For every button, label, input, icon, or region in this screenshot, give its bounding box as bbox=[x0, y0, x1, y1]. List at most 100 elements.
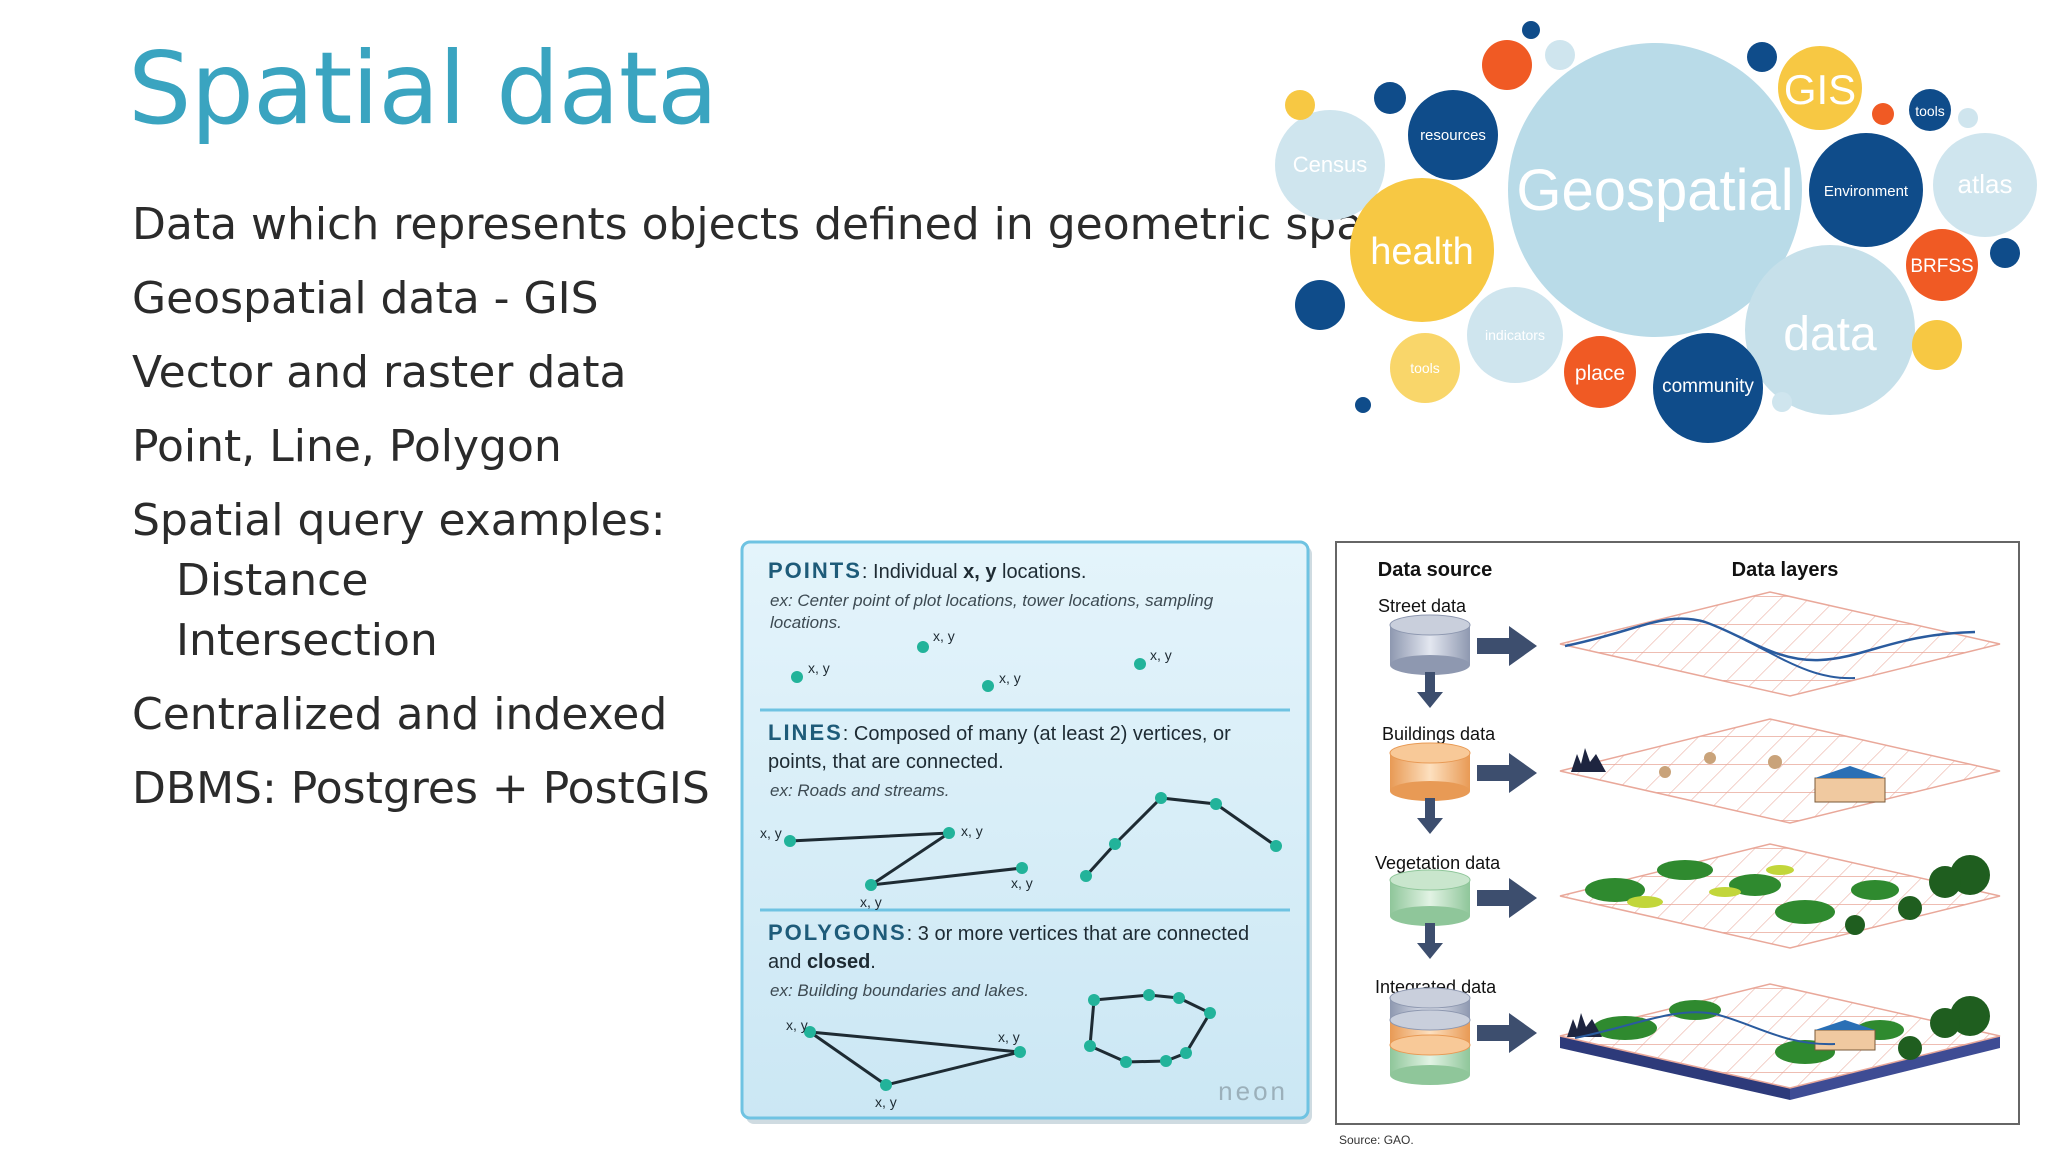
word-brfss: BRFSS bbox=[1910, 256, 1973, 277]
col-header-source: Data source bbox=[1378, 559, 1493, 581]
bullet-item: DBMS: Postgres + PostGIS bbox=[132, 763, 710, 814]
vertex bbox=[880, 1079, 892, 1091]
word-place: place bbox=[1575, 362, 1625, 385]
point-marker bbox=[1134, 658, 1146, 670]
bubble-brfss bbox=[1906, 229, 1978, 301]
polygons-title: POLYGONS: 3 or more vertices that are co… bbox=[768, 920, 1249, 945]
bubble-tools-small bbox=[1909, 89, 1951, 131]
bullet-item: Point, Line, Polygon bbox=[132, 421, 562, 472]
col-header-layers: Data layers bbox=[1732, 559, 1839, 581]
vertex bbox=[1160, 1055, 1172, 1067]
coord-label: x, y bbox=[860, 894, 882, 910]
bullet-item: Centralized and indexed bbox=[132, 689, 668, 740]
word-tools: tools bbox=[1915, 103, 1945, 119]
word-environment: Environment bbox=[1824, 183, 1909, 200]
point-markers bbox=[791, 641, 1146, 692]
coord-label: x, y bbox=[760, 825, 782, 841]
down-arrow-icon bbox=[1417, 798, 1443, 834]
vector-data-panel: POINTS: Individual x, y locations. ex: C… bbox=[740, 540, 1312, 1124]
bubble-health bbox=[1350, 178, 1494, 322]
bubble-community bbox=[1653, 333, 1763, 443]
bubble-small bbox=[1482, 40, 1532, 90]
vertex bbox=[1014, 1046, 1026, 1058]
bullet-item: Data which represents objects defined in… bbox=[132, 199, 1415, 250]
word-community: community bbox=[1662, 376, 1754, 397]
word-data: data bbox=[1783, 308, 1877, 361]
coord-label: x, y bbox=[875, 1094, 897, 1110]
vertex bbox=[1084, 1040, 1096, 1052]
bubble-small bbox=[1772, 392, 1792, 412]
bubble-tools bbox=[1390, 333, 1460, 403]
bubble-small bbox=[1522, 21, 1540, 39]
polygons-example: ex: Building boundaries and lakes. bbox=[770, 981, 1029, 1000]
word-health: health bbox=[1370, 231, 1474, 273]
down-arrows bbox=[1417, 672, 1443, 959]
integrated-layer bbox=[1559, 983, 2001, 1100]
coord-label: x, y bbox=[999, 670, 1021, 686]
vegetation-layer bbox=[1559, 843, 2001, 949]
bullet-item: Spatial query examples: bbox=[132, 495, 666, 546]
coord-label: x, y bbox=[808, 660, 830, 676]
vertex bbox=[1173, 992, 1185, 1004]
integrated-db-icon bbox=[1389, 987, 1471, 1085]
bullet-list: Data which represents objects defined in… bbox=[132, 195, 1414, 833]
row-label-vegetation: Vegetation data bbox=[1375, 853, 1501, 873]
bubble-small bbox=[1355, 397, 1371, 413]
vertex bbox=[943, 827, 955, 839]
vertex bbox=[1210, 798, 1222, 810]
coord-label: x, y bbox=[1011, 875, 1033, 891]
coord-label: x, y bbox=[998, 1029, 1020, 1045]
data-layers-panel: Data source Data layers Street data Buil… bbox=[1335, 541, 2020, 1147]
bubble-census bbox=[1275, 110, 1385, 220]
bubble-data bbox=[1745, 245, 1915, 415]
bubble-place bbox=[1564, 336, 1636, 408]
bubble-small bbox=[1295, 280, 1345, 330]
points-heading: POINTS bbox=[768, 558, 862, 583]
right-arrows bbox=[1477, 626, 1537, 1053]
vertex bbox=[1109, 838, 1121, 850]
vertex bbox=[1088, 994, 1100, 1006]
polygons-heading: POLYGONS bbox=[768, 920, 907, 945]
points-example-cont: locations. bbox=[770, 613, 842, 632]
panel-background bbox=[740, 540, 1310, 1120]
bubble-geospatial bbox=[1508, 43, 1802, 337]
bubble-small bbox=[1958, 108, 1978, 128]
point-marker bbox=[791, 671, 803, 683]
slide-title: Spatial data bbox=[128, 30, 718, 147]
sub-bullet-item: Intersection bbox=[176, 615, 438, 666]
down-arrow-icon bbox=[1417, 923, 1443, 959]
bubble-gis bbox=[1778, 46, 1862, 130]
lines-example: ex: Roads and streams. bbox=[770, 781, 950, 800]
down-arrow-icon bbox=[1417, 672, 1443, 708]
vegetation-db-icon bbox=[1389, 869, 1471, 926]
bubble-atlas bbox=[1933, 133, 2037, 237]
polygon-vertices bbox=[804, 989, 1216, 1091]
bubble-small bbox=[1872, 103, 1894, 125]
street-layer bbox=[1559, 591, 2001, 697]
vertex bbox=[1143, 989, 1155, 1001]
bubble-small bbox=[1545, 40, 1575, 70]
coord-label: x, y bbox=[1150, 647, 1172, 663]
street-db-icon bbox=[1389, 614, 1471, 675]
coord-label: x, y bbox=[786, 1017, 808, 1033]
bubble-small bbox=[1747, 42, 1777, 72]
geospatial-word-cloud: Geospatial GIS resources Census health t… bbox=[1275, 21, 2037, 443]
sub-bullet-item: Distance bbox=[176, 555, 369, 606]
bubble-small bbox=[1285, 90, 1315, 120]
bubble-resources bbox=[1408, 90, 1498, 180]
line-vertices bbox=[784, 792, 1282, 891]
point-marker bbox=[917, 641, 929, 653]
word-resources: resources bbox=[1420, 127, 1486, 144]
right-arrow-icon bbox=[1477, 878, 1537, 918]
buildings-layer bbox=[1559, 718, 2001, 824]
word-geospatial: Geospatial bbox=[1516, 158, 1793, 223]
vertex bbox=[1016, 862, 1028, 874]
bullet-item: Vector and raster data bbox=[132, 347, 627, 398]
vertex bbox=[784, 835, 796, 847]
right-arrow-icon bbox=[1477, 1013, 1537, 1053]
vertex bbox=[1155, 792, 1167, 804]
vertex bbox=[1204, 1007, 1216, 1019]
row-label-street: Street data bbox=[1378, 596, 1467, 616]
word-indicators: indicators bbox=[1485, 327, 1545, 343]
